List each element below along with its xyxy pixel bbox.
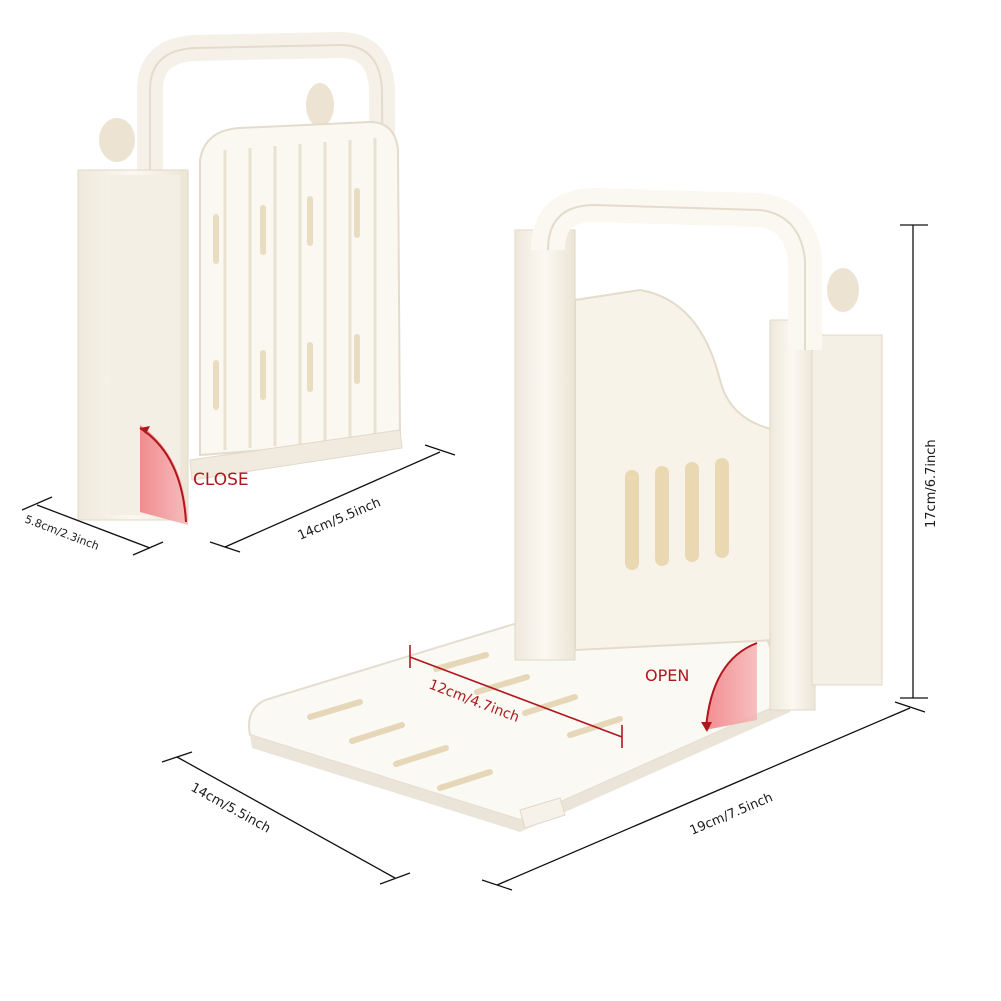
closed-depth-dimension bbox=[21, 496, 164, 556]
closed-slicer bbox=[77, 32, 403, 525]
closed-width-dimension bbox=[209, 444, 456, 553]
open-label: OPEN bbox=[645, 666, 689, 685]
slice-width-dimension bbox=[409, 645, 623, 748]
adjust-knob-icon bbox=[827, 268, 859, 312]
open-slicer bbox=[248, 188, 883, 832]
close-arrow-icon bbox=[140, 426, 150, 434]
base-width-dimension bbox=[161, 751, 411, 885]
height-label: 17cm/6.7inch bbox=[924, 439, 939, 528]
open-arrow-icon bbox=[701, 722, 712, 732]
close-label: CLOSE bbox=[193, 470, 249, 490]
height-dimension bbox=[900, 224, 928, 699]
base-width-label: 14cm/5.5inch bbox=[188, 780, 273, 836]
closed-width-label: 14cm/5.5inch bbox=[296, 495, 383, 543]
length-dimension bbox=[481, 701, 926, 891]
adjust-knob-icon bbox=[99, 118, 135, 162]
